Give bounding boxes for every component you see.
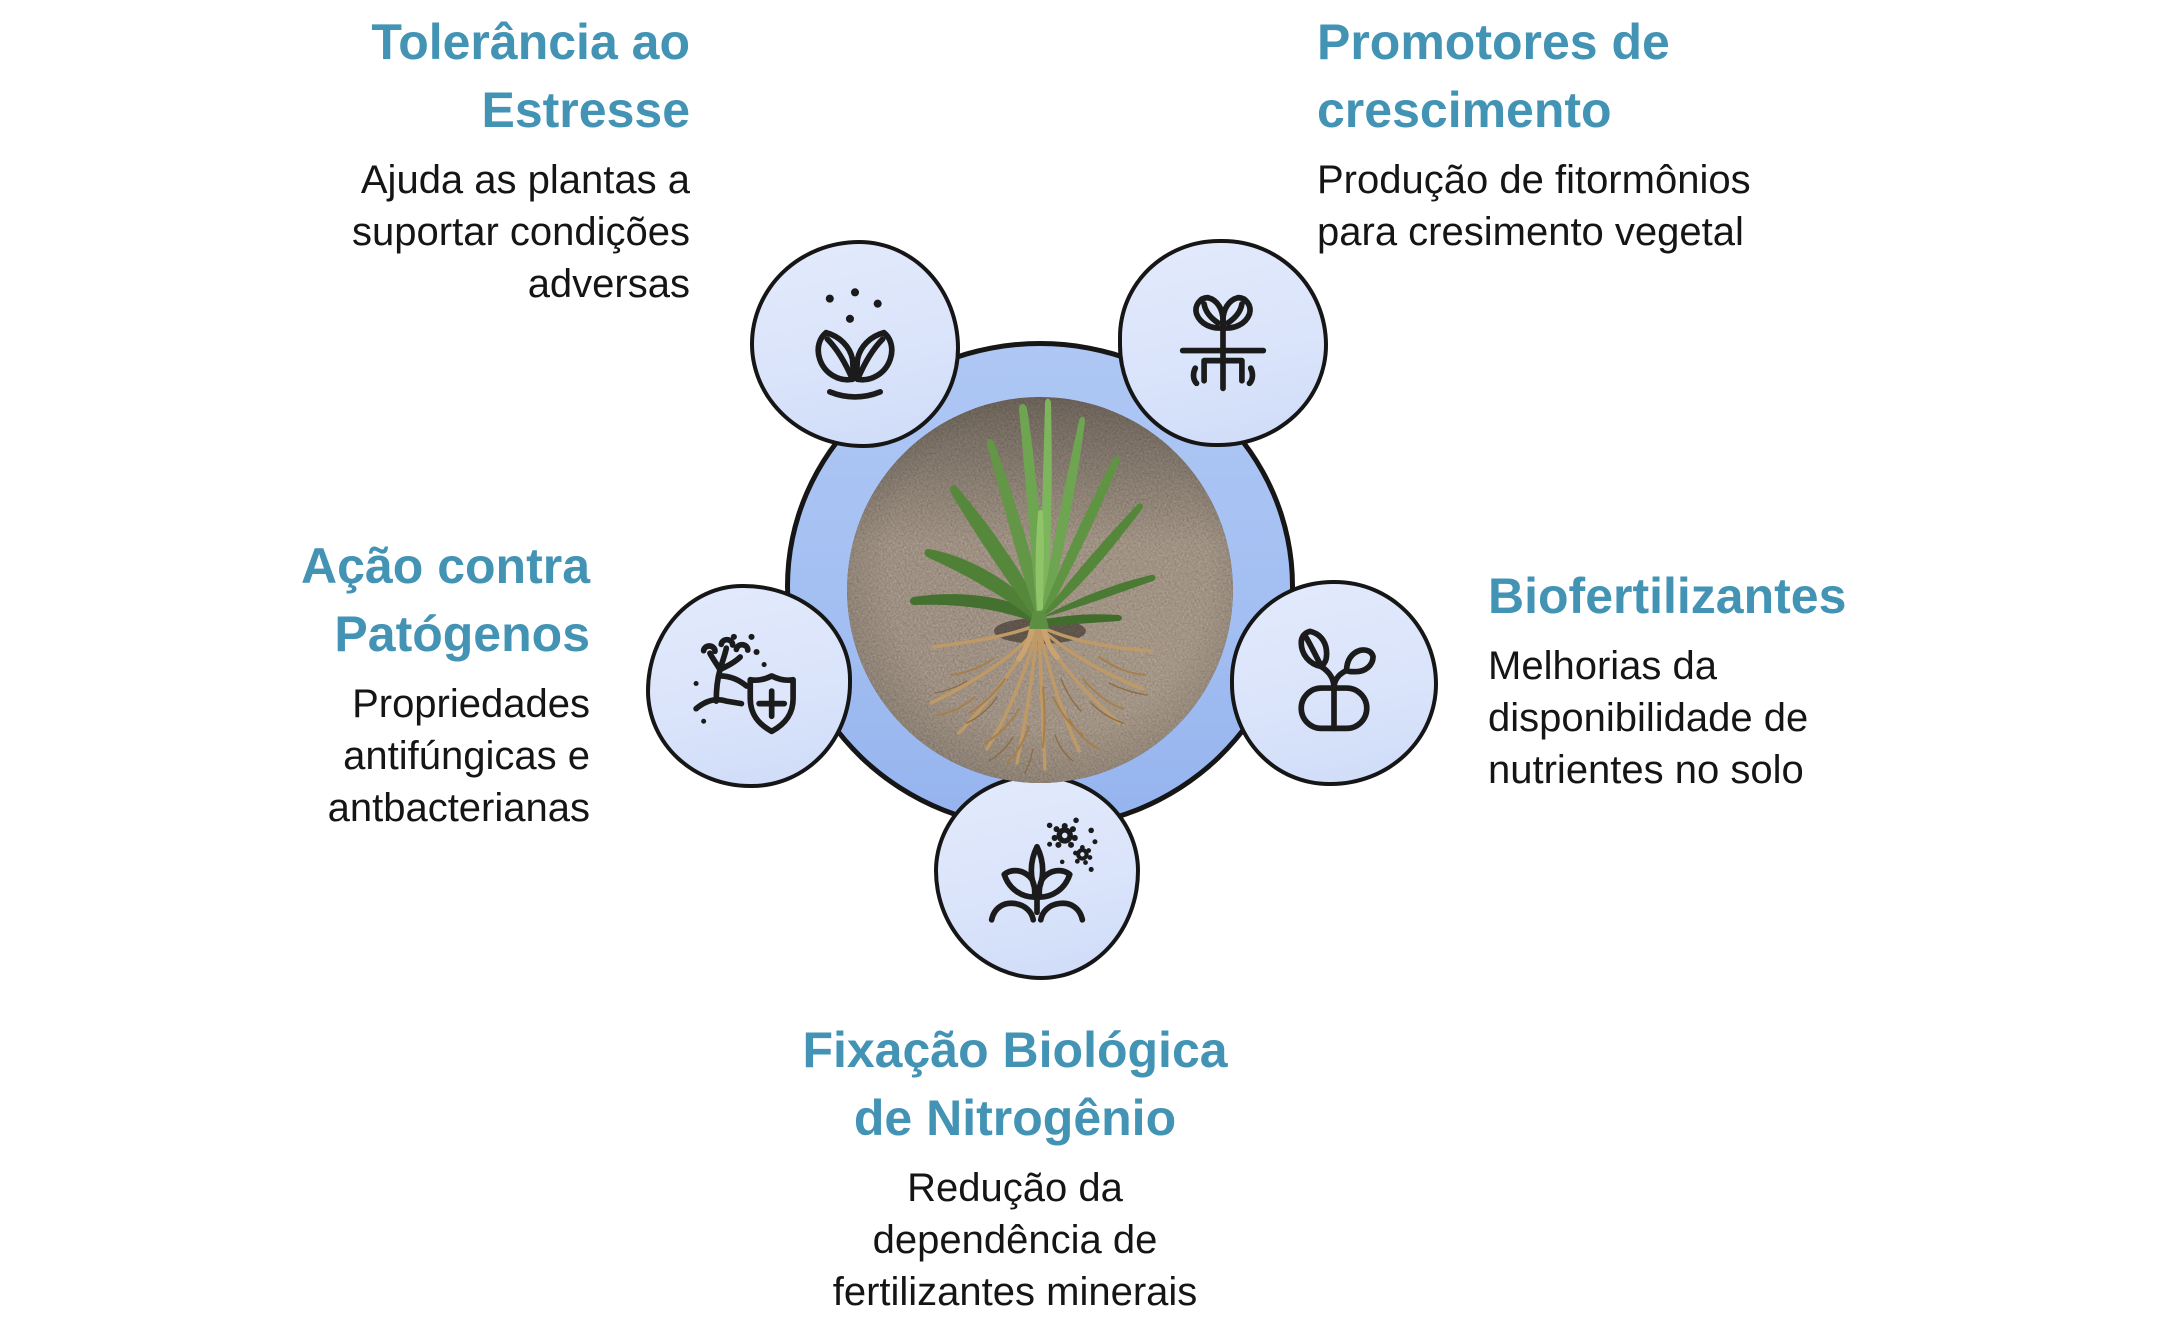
body-line: Ajuda as plantas a <box>360 158 690 202</box>
grass-blades <box>910 398 1156 629</box>
section-body: Melhorias da disponibilidade de nutrient… <box>1488 640 1846 796</box>
section-body: Redução da dependência de fertilizantes … <box>802 1162 1227 1318</box>
dead-tree-shield-icon <box>693 633 796 735</box>
section-heading: Tolerância ao Estresse <box>352 8 690 144</box>
heading-line: Estresse <box>481 82 691 138</box>
body-line: Melhorias da <box>1488 644 1718 688</box>
plant-with-roots-icon <box>1179 294 1267 392</box>
heading-line: Fixação Biológica <box>802 1022 1228 1078</box>
sprout-capsule-icon <box>1298 628 1376 732</box>
section-heading: Biofertilizantes <box>1488 562 1846 630</box>
plant-molecules-icon <box>988 817 1098 923</box>
heading-line: Biofertilizantes <box>1488 568 1847 624</box>
body-line: para cresimento vegetal <box>1317 210 1744 254</box>
body-line: antbacterianas <box>327 786 590 830</box>
section-label-nitrogen: Fixação Biológica de Nitrogênio Redução … <box>802 1016 1227 1318</box>
node-biofertilizers <box>1230 580 1438 786</box>
stressed-plant-icon <box>815 288 895 400</box>
heading-line: de Nitrogênio <box>853 1090 1177 1146</box>
body-line: antifúngicas e <box>343 734 590 778</box>
section-heading: Fixação Biológica de Nitrogênio <box>802 1016 1227 1152</box>
section-heading: Ação contra Patógenos <box>301 532 590 668</box>
molecule-cluster <box>1046 817 1098 872</box>
section-body: Produção de fitormônios para cresimento … <box>1317 154 1751 258</box>
heading-line: crescimento <box>1317 82 1612 138</box>
heading-line: Tolerância ao <box>371 14 690 70</box>
body-line: disponibilidade de <box>1488 696 1809 740</box>
body-line: Propriedades <box>352 682 590 726</box>
heading-line: Promotores de <box>1317 14 1670 70</box>
body-line: fertilizantes minerais <box>832 1270 1198 1314</box>
body-line: Redução da <box>907 1166 1123 1210</box>
section-label-biofertilizers: Biofertilizantes Melhorias da disponibil… <box>1488 562 1846 796</box>
node-stress-tolerance <box>750 240 960 448</box>
section-body: Ajuda as plantas a suportar condições ad… <box>352 154 690 310</box>
node-growth-promoters <box>1118 239 1328 447</box>
heading-line: Patógenos <box>334 606 590 662</box>
center-photo-seedling <box>847 397 1233 783</box>
body-line: nutrientes no solo <box>1488 748 1804 792</box>
section-label-pathogens: Ação contra Patógenos Propriedades antif… <box>301 532 590 834</box>
section-body: Propriedades antifúngicas e antbacterian… <box>301 678 590 834</box>
heading-line: Ação contra <box>301 538 590 594</box>
node-nitrogen-fixation <box>934 774 1140 980</box>
body-line: dependência de <box>872 1218 1158 1262</box>
body-line: Produção de fitormônios <box>1317 158 1751 202</box>
section-heading: Promotores de crescimento <box>1317 8 1751 144</box>
node-pathogen-action <box>646 584 852 788</box>
body-line: adversas <box>527 262 690 306</box>
body-line: suportar condições <box>352 210 690 254</box>
section-label-stress: Tolerância ao Estresse Ajuda as plantas … <box>352 8 690 310</box>
section-label-growth: Promotores de crescimento Produção de fi… <box>1317 8 1751 258</box>
roots <box>929 620 1153 774</box>
seedling-photo-illustration <box>847 397 1233 783</box>
